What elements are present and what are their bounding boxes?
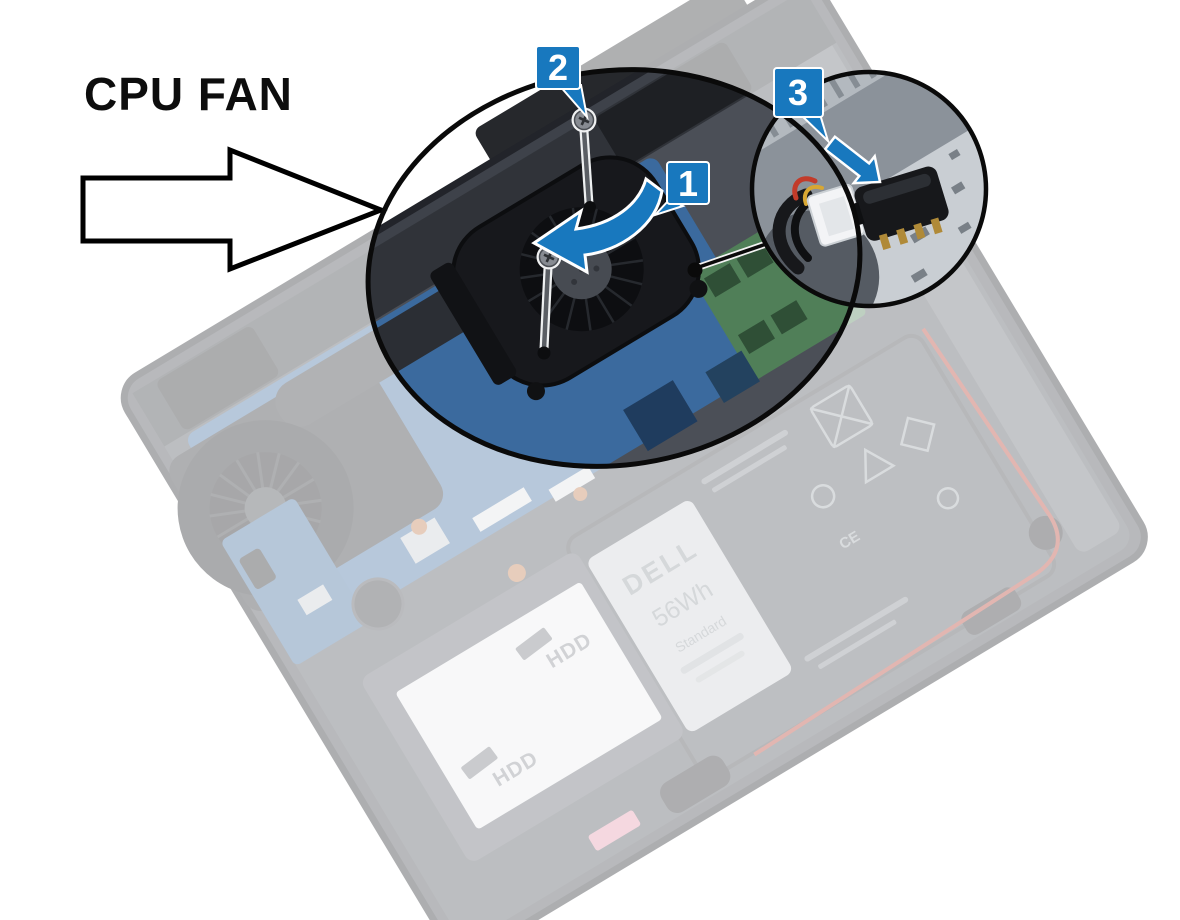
disconnect-arrow (823, 134, 882, 185)
rotate-arrow (531, 176, 664, 275)
connector-pins (878, 217, 943, 251)
callout-3: 3 (773, 67, 831, 145)
lens-dark-shield (757, 210, 880, 304)
connector-leader-line-core (698, 239, 776, 269)
callout-2-number: 2 (548, 47, 568, 88)
highlight-ellipse (365, 67, 863, 469)
magnifier-circle-outline (749, 69, 989, 309)
connector-leader-dot (687, 262, 703, 278)
figure-label: CPU FAN (84, 68, 293, 120)
fan-cable (772, 176, 824, 275)
callout-1: 1 (651, 161, 710, 218)
callout-1-box (666, 161, 710, 205)
callout-3-number: 3 (788, 72, 808, 113)
callout-2-box (535, 45, 581, 90)
callout-3-box (773, 67, 824, 118)
callout-1-number: 1 (678, 163, 698, 204)
callout-2: 2 (535, 45, 589, 121)
fan-connector (806, 166, 949, 251)
fan-wire-yellow (803, 185, 824, 206)
lens-pcb-area (754, 99, 984, 304)
fan-wire-red (792, 176, 818, 201)
pointer-arrow (80, 146, 388, 273)
